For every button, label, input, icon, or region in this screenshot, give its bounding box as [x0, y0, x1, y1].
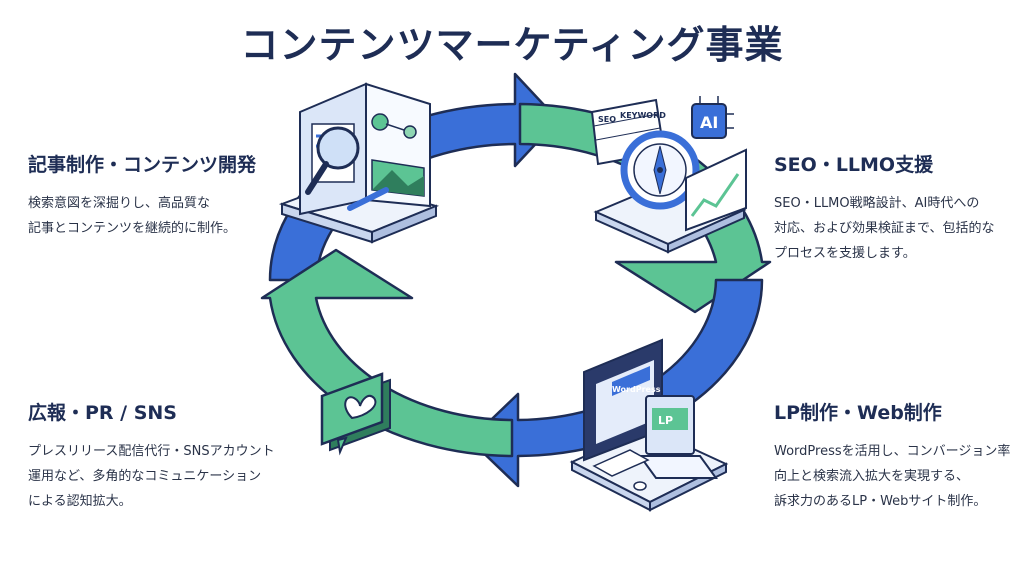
section-lp-body: WordPressを活用し、コンバージョン率 向上と検索流入拡大を実現する、 訴… [774, 439, 1024, 514]
section-pr: 広報・PR / SNS プレスリリース配信代行・SNSアカウント 運用など、多角… [28, 398, 288, 514]
web-illustration: WordPress LP [569, 338, 729, 512]
sns-illustration [320, 372, 391, 456]
section-content: 記事制作・コンテンツ開発 検索意図を深掘りし、高品質な 記事とコンテンツを継続的… [28, 150, 288, 241]
heart-icon [344, 394, 377, 420]
section-pr-line: による認知拡大。 [28, 494, 132, 509]
lp-label: LP [658, 414, 673, 427]
section-seo-line: プロセスを支援します。 [774, 246, 916, 261]
section-content-body: 検索意図を深掘りし、高品質な 記事とコンテンツを継続的に制作。 [28, 191, 288, 241]
content-illustration [278, 82, 440, 244]
seo-illustration: SEO KEYWORD AI [590, 96, 747, 254]
section-seo: SEO・LLMO支援 SEO・LLMO戦略設計、AI時代への 対応、および効果検… [774, 150, 1024, 266]
section-pr-line: プレスリリース配信代行・SNSアカウント [28, 444, 275, 459]
keyword-label: KEYWORD [620, 111, 666, 120]
section-lp-heading: LP制作・Web制作 [774, 402, 942, 424]
section-lp-line: WordPressを活用し、コンバージョン率 [774, 444, 1011, 459]
section-pr-heading: 広報・PR / SNS [28, 402, 177, 424]
section-seo-heading: SEO・LLMO支援 [774, 154, 934, 176]
section-content-heading: 記事制作・コンテンツ開発 [28, 154, 257, 176]
section-lp-line: 向上と検索流入拡大を実現する、 [774, 469, 970, 484]
page-title: コンテンツマーケティング事業 [240, 23, 784, 67]
section-content-line: 検索意図を深掘りし、高品質な [28, 196, 211, 211]
section-seo-line: SEO・LLMO戦略設計、AI時代への [774, 196, 980, 211]
wordpress-label: WordPress [612, 385, 661, 394]
section-lp-line: 訴求力のあるLP・Webサイト制作。 [774, 494, 987, 509]
cycle-arrow-bottom-blue [468, 278, 764, 488]
ai-chip-label: AI [700, 113, 718, 132]
section-seo-line: 対応、および効果検証まで、包括的な [774, 221, 995, 236]
section-lp: LP制作・Web制作 WordPressを活用し、コンバージョン率 向上と検索流… [774, 398, 1024, 514]
section-content-line: 記事とコンテンツを継続的に制作。 [28, 221, 237, 236]
section-seo-body: SEO・LLMO戦略設計、AI時代への 対応、および効果検証まで、包括的な プロ… [774, 191, 1024, 266]
section-pr-line: 運用など、多角的なコミュニケーション [28, 469, 262, 484]
section-pr-body: プレスリリース配信代行・SNSアカウント 運用など、多角的なコミュニケーション … [28, 439, 288, 514]
seo-label: SEO [598, 115, 616, 124]
